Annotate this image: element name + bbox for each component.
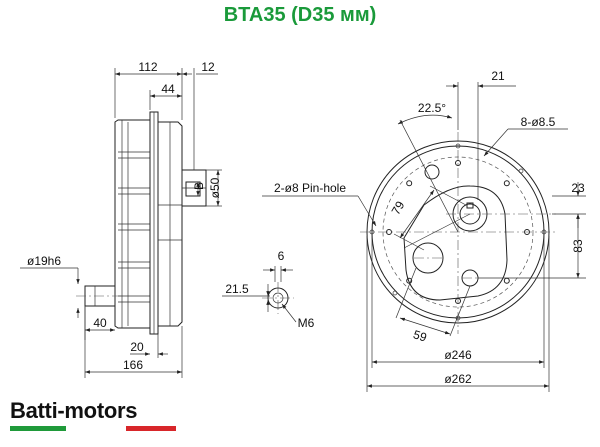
dim-d50: ø50 xyxy=(208,177,222,198)
dim-d262: ø262 xyxy=(444,372,472,386)
logo-stripe-white xyxy=(66,426,126,431)
dim-20: 20 xyxy=(130,340,144,354)
dim-40: 40 xyxy=(93,316,107,330)
dim-83: 83 xyxy=(571,239,585,253)
front-view: 21 22.5° 8-ø8.5 2-ø8 Pin-hole 79 23 83 5… xyxy=(262,69,586,392)
logo-stripe xyxy=(10,426,176,431)
drawing-title: BTA35 (D35 мм) xyxy=(223,4,377,26)
logo-stripe-green xyxy=(10,426,66,431)
dim-112: 112 xyxy=(138,60,157,74)
logo-stripe-red xyxy=(126,426,176,431)
side-view: 112 12 44 B ø50 ø19h6 40 20 xyxy=(20,60,222,378)
dim-m6: M6 xyxy=(298,316,315,330)
logo-text: Batti-motors xyxy=(10,398,138,423)
dim-b: B xyxy=(192,182,206,190)
dim-pin-hole: 2-ø8 Pin-hole xyxy=(274,181,346,195)
dim-6: 6 xyxy=(278,249,285,263)
dim-d19h6: ø19h6 xyxy=(27,254,61,268)
dim-22-5-deg: 22.5° xyxy=(418,101,446,115)
dim-21: 21 xyxy=(491,69,505,83)
dim-21-5: 21.5 xyxy=(225,282,249,296)
dim-12: 12 xyxy=(201,60,215,74)
brand-logo: Batti-motors xyxy=(10,398,176,431)
dim-8-d8-5: 8-ø8.5 xyxy=(521,115,556,129)
dim-d246: ø246 xyxy=(444,348,472,362)
dim-166: 166 xyxy=(123,358,143,372)
dim-79: 79 xyxy=(389,198,408,217)
dim-44: 44 xyxy=(161,82,175,96)
dim-59: 59 xyxy=(411,327,428,345)
dim-23: 23 xyxy=(571,181,585,195)
detail-view: 6 21.5 M6 xyxy=(222,249,315,330)
